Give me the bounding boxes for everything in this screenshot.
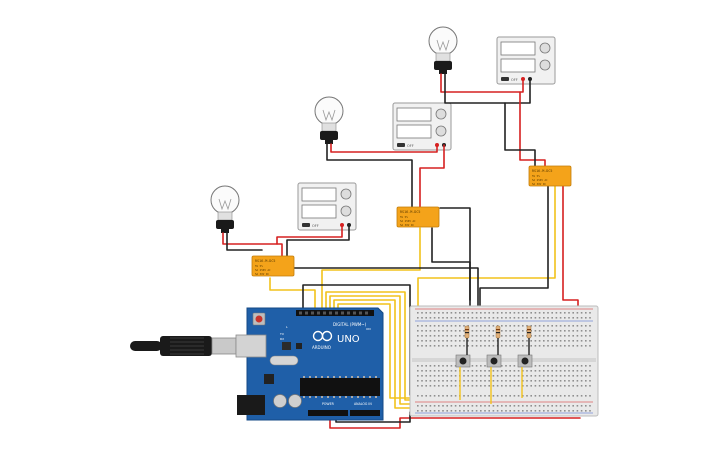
- relay-part-number: RS16-M-DC5: [400, 210, 420, 214]
- power-supply-2[interactable]: OFF: [392, 102, 452, 151]
- resistor-3[interactable]: [526, 325, 532, 339]
- arduino-uno[interactable]: DIGITAL (PWM~) ARDUINO UNO TX RX ON L PO…: [235, 307, 384, 421]
- analog-header: [350, 410, 380, 416]
- bulb-1[interactable]: [210, 185, 240, 233]
- relay-spec-3: 5A 30V DC: [255, 272, 269, 276]
- on-label: ON: [366, 327, 371, 331]
- resistor-1[interactable]: [464, 325, 470, 339]
- l-label: L: [286, 325, 288, 329]
- power-header-label: POWER: [322, 402, 335, 406]
- wires: [222, 73, 597, 429]
- relay-spec-1: 5V 5%: [400, 215, 408, 219]
- relay-part-number: RS16-M-DC5: [532, 169, 552, 173]
- relay-3[interactable]: RS16-M-DC5 5V 5% 5A 250V AC 5A 30V DC: [528, 165, 572, 187]
- relay-part-number: RS16-M-DC5: [255, 259, 275, 263]
- switch-label: OFF: [511, 78, 518, 82]
- usb-jack: [235, 334, 267, 358]
- bulb-3[interactable]: [428, 26, 458, 74]
- voltage-regulator: [282, 342, 291, 350]
- push-button-1[interactable]: [455, 354, 471, 368]
- relay-spec-2: 5A 250V AC: [532, 178, 548, 182]
- relay-spec-2: 5A 250V AC: [400, 219, 416, 223]
- push-button-2[interactable]: [486, 354, 502, 368]
- resistor-2[interactable]: [495, 325, 501, 339]
- small-chip: [264, 374, 274, 384]
- breadboard-holes: [417, 312, 591, 412]
- relay-2[interactable]: RS16-M-DC5 5V 5% 5A 250V AC 5A 30V DC: [396, 206, 440, 228]
- usb-cable[interactable]: [130, 336, 237, 356]
- arduino-model: UNO: [337, 334, 360, 345]
- capacitor-2: [288, 394, 302, 408]
- power-switch[interactable]: [397, 143, 405, 147]
- arduino-logo-text: ARDUINO: [312, 345, 331, 350]
- rx-label: RX: [280, 337, 284, 341]
- breadboard[interactable]: [409, 305, 599, 417]
- bulb-2[interactable]: [314, 96, 344, 144]
- relay-spec-3: 5A 30V DC: [400, 223, 414, 227]
- smd-chip: [296, 343, 302, 349]
- capacitor-1: [273, 394, 287, 408]
- relay-spec-1: 5V 5%: [532, 174, 540, 178]
- relay-spec-2: 5A 250V AC: [255, 268, 271, 272]
- power-header: [308, 410, 348, 416]
- digital-header-label: DIGITAL (PWM~): [333, 322, 367, 327]
- switch-label: OFF: [312, 224, 319, 228]
- relay-1[interactable]: RS16-M-DC5 5V 5% 5A 250V AC 5A 30V DC: [251, 255, 295, 277]
- analog-header-label: ANALOG IN: [354, 402, 372, 406]
- relay-spec-3: 5A 30V DC: [532, 182, 546, 186]
- breadboard-jumpers: [459, 338, 530, 404]
- power-supply-3[interactable]: OFF: [496, 36, 556, 85]
- tx-label: TX: [279, 332, 284, 336]
- relay-spec-1: 5V 5%: [255, 264, 263, 268]
- reset-button-cap[interactable]: [255, 315, 263, 323]
- power-supply-1[interactable]: OFF: [297, 182, 357, 231]
- atmega-chip: [300, 378, 380, 396]
- arduino-infinity-logo: [312, 330, 333, 342]
- switch-label: OFF: [407, 144, 414, 148]
- push-button-3[interactable]: [517, 354, 533, 368]
- dc-jack: [237, 395, 265, 415]
- power-switch[interactable]: [302, 223, 310, 227]
- crystal: [269, 355, 299, 366]
- power-switch[interactable]: [501, 77, 509, 81]
